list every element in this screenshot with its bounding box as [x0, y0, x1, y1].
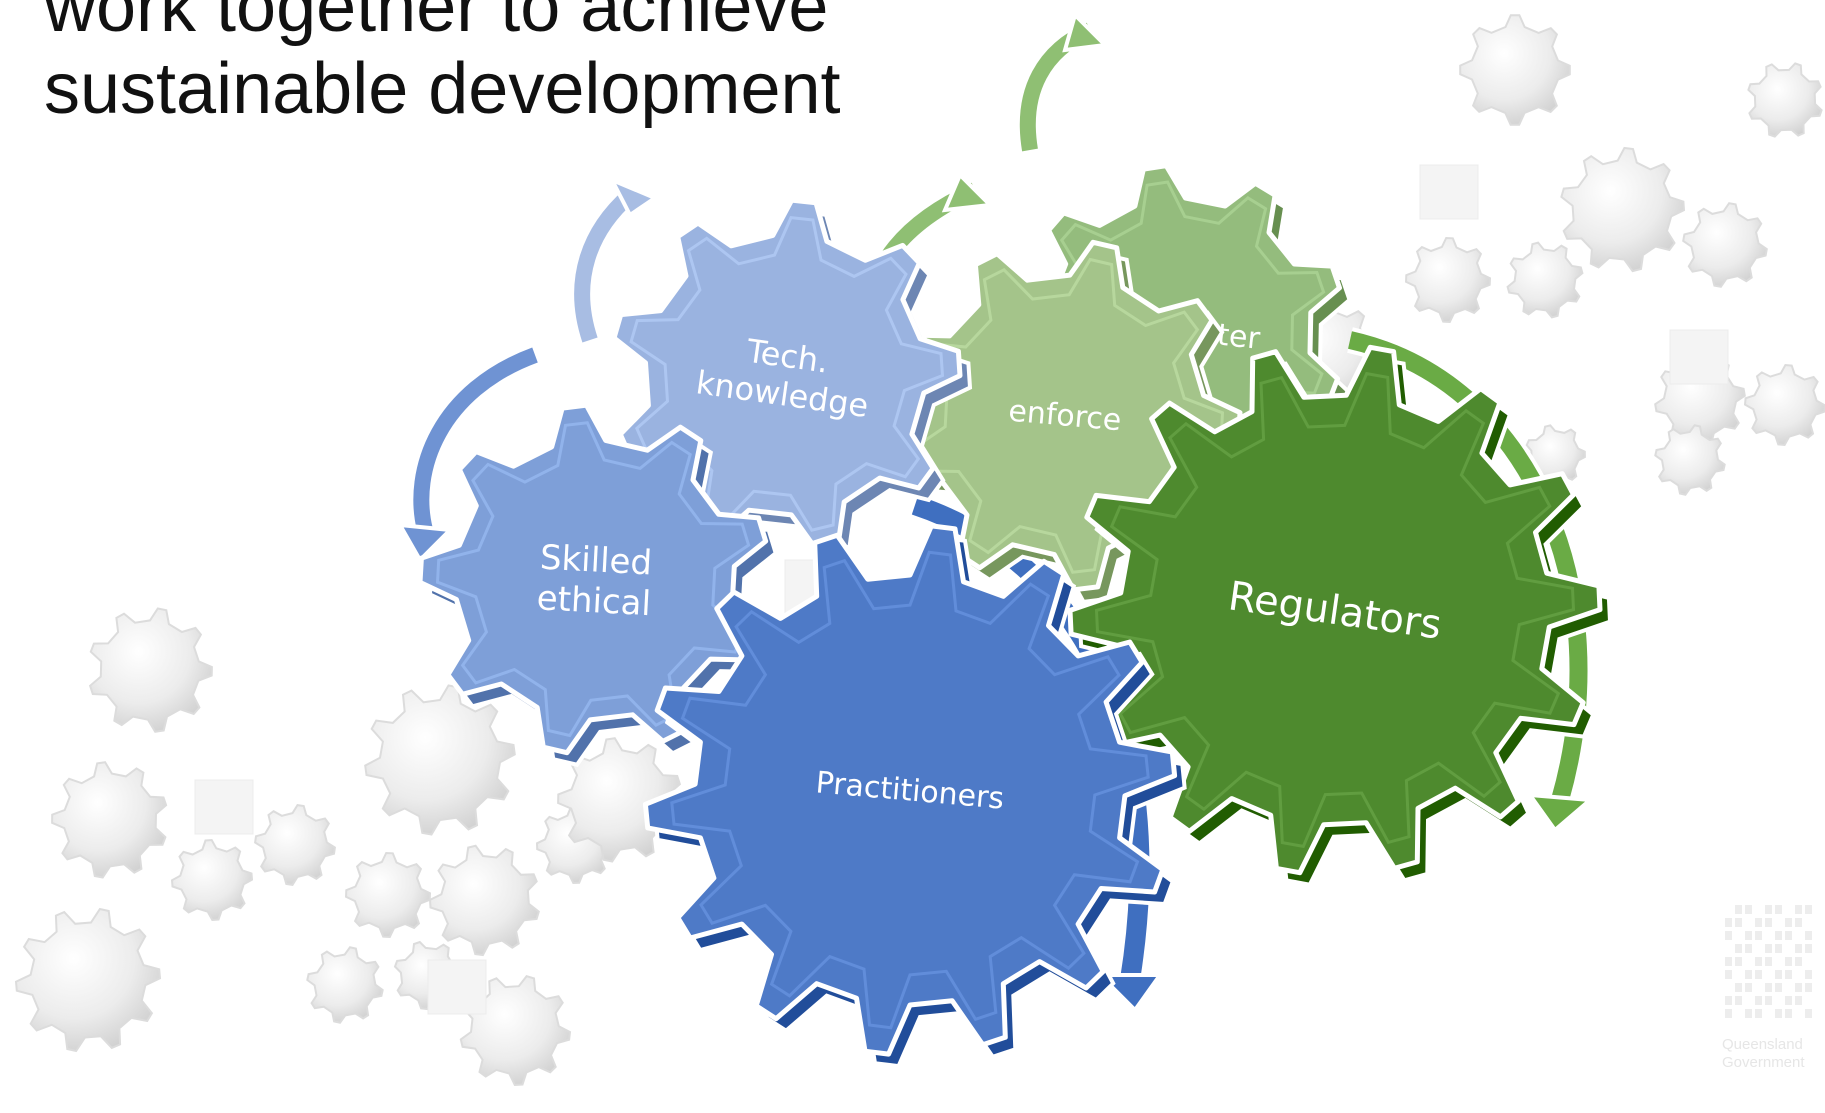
silver-gear-icon — [1404, 236, 1492, 324]
silver-gear-icon — [344, 851, 432, 939]
enforce-arrowhead-icon — [941, 171, 995, 213]
gear-skilled-ethical: Skilledethical — [417, 402, 779, 767]
silver-gear-icon — [306, 946, 384, 1024]
logo-caption-line-1: Queensland — [1722, 1036, 1803, 1053]
tech-arrow-icon — [574, 188, 636, 343]
tech-arrowhead-icon — [607, 176, 660, 218]
slide-title-line-2: sustainable development — [44, 49, 841, 129]
gear-skilled-ethical-label: Skilledethical — [536, 538, 654, 625]
slide-title: work together to achieve sustainable dev… — [44, 0, 841, 130]
silver-gear-icon — [428, 844, 540, 957]
slide-title-line-1: work together to achieve — [44, 0, 829, 47]
silver-gear-icon — [1747, 62, 1823, 138]
gear-practitioners: Practitioners — [642, 523, 1187, 1069]
silver-gear-icon — [88, 607, 213, 733]
queensland-government-crest-icon — [1725, 905, 1812, 1018]
silver-gear-icon — [14, 907, 162, 1053]
silver-gear-icon — [51, 761, 168, 879]
silver-gear-icon — [254, 804, 336, 886]
main-gears: administerenforceTech.knowledgeSkilledet… — [417, 163, 1613, 1069]
silver-gear-icon — [459, 975, 572, 1087]
gear-practitioners-body — [642, 523, 1178, 1057]
silver-gear-icon — [364, 684, 516, 836]
gear-regulators: Regulators — [1067, 344, 1613, 887]
administer-arrowhead-icon — [1062, 11, 1110, 53]
silver-gear-icon — [1459, 14, 1571, 126]
skilled-arrow-icon — [413, 347, 538, 532]
silver-gear-icon — [1743, 363, 1825, 447]
silver-gear-icon — [1654, 424, 1726, 496]
placeholder-square — [427, 959, 487, 1015]
logo-caption-line-2: Government — [1722, 1054, 1805, 1071]
silver-gear-icon — [1682, 202, 1768, 288]
skilled-arrowhead-icon — [396, 522, 455, 564]
government-logo-caption: Queensland Government — [1722, 1036, 1822, 1072]
regulators-arrowhead-icon — [1525, 792, 1595, 833]
silver-gear-icon — [1506, 241, 1584, 319]
silver-gear-icon — [1560, 146, 1686, 273]
placeholder-square — [1669, 329, 1729, 385]
placeholder-square — [1419, 164, 1479, 220]
silver-gear-icon — [170, 838, 254, 922]
placeholder-square — [194, 779, 254, 835]
